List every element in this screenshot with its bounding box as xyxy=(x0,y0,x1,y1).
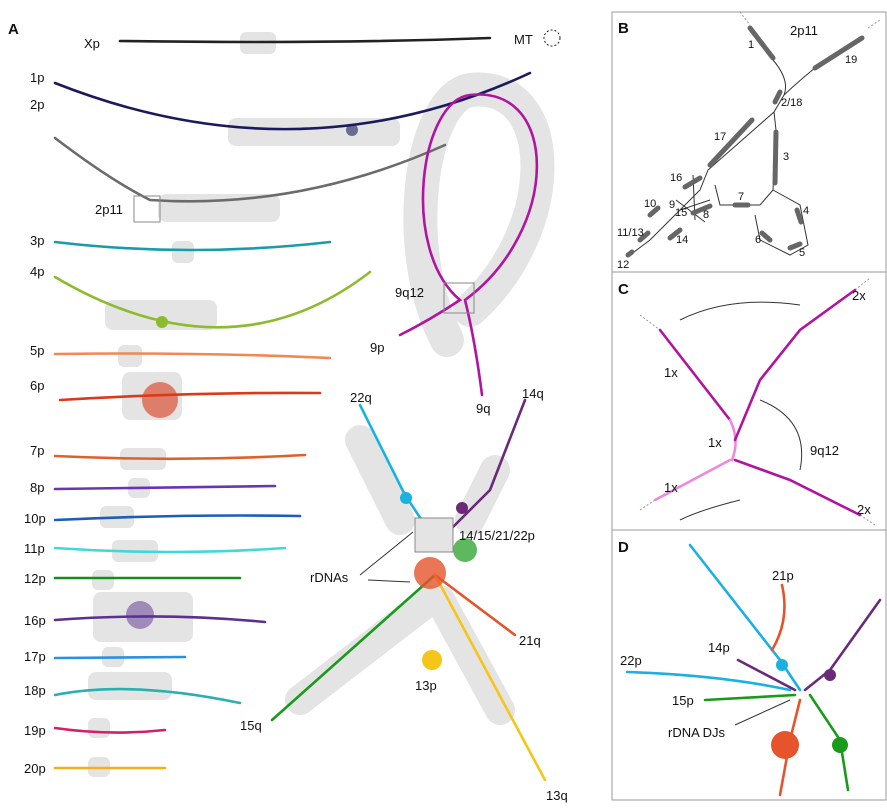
panel-c-frame xyxy=(611,271,887,531)
label-1p: 1p xyxy=(30,70,44,85)
label-18p: 18p xyxy=(24,683,46,698)
label-11p: 11p xyxy=(24,541,45,556)
highlight-regions xyxy=(88,32,555,777)
label-21p: 21p xyxy=(772,568,794,583)
label-2p11: 2p11 xyxy=(95,202,123,217)
label-15q: 15q xyxy=(240,718,262,733)
panel-c-label: C xyxy=(618,281,629,298)
seg-12: 12 xyxy=(617,259,629,271)
label-1x-b: 1x xyxy=(708,435,722,450)
seg-1: 1 xyxy=(748,39,754,51)
label-15p: 15p xyxy=(672,693,694,708)
seg-3: 3 xyxy=(783,151,789,163)
label-2p: 2p xyxy=(30,97,44,112)
seg-15: 15 xyxy=(675,207,687,219)
seg-16: 16 xyxy=(670,172,682,184)
label-3p: 3p xyxy=(30,233,44,248)
label-2x-b: 2x xyxy=(857,502,871,517)
panel-c-graph xyxy=(639,277,876,526)
chromosome-lines xyxy=(53,29,561,782)
label-10p: 10p xyxy=(24,511,46,526)
label-2x-a: 2x xyxy=(852,288,866,303)
label-14q: 14q xyxy=(522,386,544,401)
label-19p: 19p xyxy=(24,723,46,738)
label-6p: 6p xyxy=(30,378,44,393)
seg-4: 4 xyxy=(803,205,809,217)
label-rdna-djs: rDNA DJs xyxy=(668,725,726,740)
label-9p: 9p xyxy=(370,340,384,355)
seg-17: 17 xyxy=(714,131,726,143)
panel-b-title: 2p11 xyxy=(790,23,818,38)
label-9q12-c: 9q12 xyxy=(810,443,839,458)
label-21q: 21q xyxy=(519,633,541,648)
panel-d-label: D xyxy=(618,539,629,556)
label-12p: 12p xyxy=(24,571,46,586)
label-mt: MT xyxy=(514,32,533,47)
label-14-15-21-22p: 14/15/21/22p xyxy=(459,528,535,543)
label-13q: 13q xyxy=(546,788,568,803)
label-rdnas: rDNAs xyxy=(310,570,349,585)
panel-d-frame xyxy=(611,529,887,801)
label-8p: 8p xyxy=(30,480,44,495)
panel-d-graph xyxy=(625,543,882,797)
label-20p: 20p xyxy=(24,761,46,776)
seg-9: 9 xyxy=(669,199,675,211)
panel-b-label: B xyxy=(618,20,629,37)
seg-7: 7 xyxy=(738,191,744,203)
seg-14: 14 xyxy=(676,234,688,246)
panel-b-segment-labels: 1 19 2/18 17 3 16 10 9 15 8 7 4 6 5 11/1… xyxy=(617,39,857,271)
label-22p: 22p xyxy=(620,653,642,668)
label-1x-c: 1x xyxy=(664,480,678,495)
seg-5: 5 xyxy=(799,247,805,259)
label-4p: 4p xyxy=(30,264,44,279)
label-5p: 5p xyxy=(30,343,44,358)
label-16p: 16p xyxy=(24,613,46,628)
label-xp: Xp xyxy=(84,36,100,51)
label-14p: 14p xyxy=(708,640,730,655)
label-1x-a: 1x xyxy=(664,365,678,380)
label-9q: 9q xyxy=(476,401,490,416)
label-22q: 22q xyxy=(350,390,372,405)
panel-b-graph xyxy=(625,11,881,258)
seg-11-13: 11/13 xyxy=(617,227,644,239)
panel-a-label: A xyxy=(8,21,19,38)
seg-19: 19 xyxy=(845,54,857,66)
seg-2-18: 2/18 xyxy=(781,97,802,109)
seg-8: 8 xyxy=(703,209,709,221)
seg-10: 10 xyxy=(644,198,656,210)
label-13p: 13p xyxy=(415,678,437,693)
label-17p: 17p xyxy=(24,649,46,664)
seg-6: 6 xyxy=(755,234,761,246)
chromosome-labels: Xp 1p 2p 3p 4p 5p 6p 7p 8p 10p 11p 12p 1… xyxy=(24,32,568,803)
label-9q12: 9q12 xyxy=(395,285,424,300)
label-7p: 7p xyxy=(30,443,44,458)
